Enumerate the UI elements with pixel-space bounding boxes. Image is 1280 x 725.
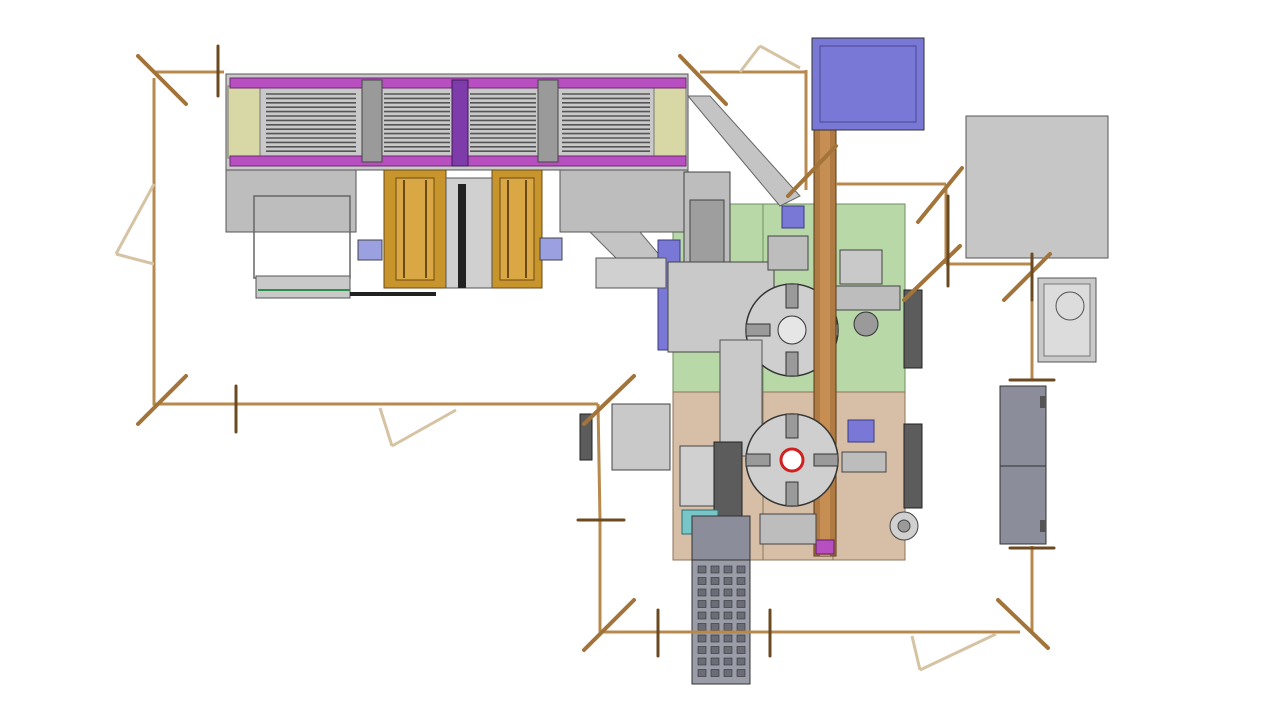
carriage-block-right xyxy=(537,79,559,163)
carriage-block-left xyxy=(361,79,383,163)
tray-pocket xyxy=(723,600,733,608)
tray-pocket xyxy=(723,588,733,597)
tray-pocket xyxy=(697,577,707,585)
tray-pocket xyxy=(736,634,746,643)
tray-pocket xyxy=(723,669,733,677)
tray-pocket xyxy=(723,646,733,654)
magazine-olive-right xyxy=(653,85,687,159)
tray-pocket xyxy=(710,565,720,574)
lift-station-left xyxy=(383,169,447,289)
lift-station-right xyxy=(491,169,543,289)
tray-pocket xyxy=(736,657,746,666)
magazine-olive-left xyxy=(227,85,261,159)
left-station-lower xyxy=(579,403,817,545)
tray-pocket xyxy=(697,565,707,574)
tray-pocket xyxy=(710,623,720,631)
left-support-stand xyxy=(253,195,436,299)
tray-pocket xyxy=(723,577,733,585)
magazine-slats xyxy=(266,93,650,152)
tray-pocket xyxy=(697,611,707,620)
tray-pocket xyxy=(710,588,720,597)
fence-door-left xyxy=(114,183,156,266)
tray-pocket xyxy=(697,646,707,654)
tray-pocket xyxy=(697,669,707,677)
right-station-upper xyxy=(835,249,923,369)
tray-pocket xyxy=(736,611,746,620)
tray-pocket xyxy=(723,565,733,574)
tray-pocket xyxy=(736,577,746,585)
lift-central-column xyxy=(357,177,563,289)
tray-pocket xyxy=(710,577,720,585)
safety-fence xyxy=(114,44,1056,672)
tray-pocket xyxy=(723,611,733,620)
tray-pocket xyxy=(697,657,707,666)
fence-door-bottom-right xyxy=(910,632,997,672)
conveyor-magazine-top xyxy=(225,73,689,233)
center-carriage xyxy=(451,79,469,167)
tray-pocket xyxy=(710,646,720,654)
tray-pocket xyxy=(697,623,707,631)
magazine-frame-right-wing xyxy=(559,169,689,233)
tray-pocket xyxy=(736,646,746,654)
round-device-panel xyxy=(1037,277,1097,363)
tray-pocket xyxy=(710,657,720,666)
tray-pocket xyxy=(697,600,707,608)
tray-pocket xyxy=(710,611,720,620)
gray-panel-right xyxy=(965,115,1109,259)
tray-conveyor-bottom xyxy=(691,515,751,685)
right-station-lower xyxy=(841,419,923,541)
tray-pocket xyxy=(736,600,746,608)
control-cabinet-right xyxy=(999,385,1047,545)
blue-panel-top-right xyxy=(811,37,925,131)
tray-pocket xyxy=(723,634,733,643)
fence-door-top xyxy=(738,44,801,73)
tray-pocket xyxy=(736,669,746,677)
tray-pocket xyxy=(710,669,720,677)
tray-pocket xyxy=(723,657,733,666)
tray-pocket xyxy=(736,588,746,597)
rotary-table-lower xyxy=(745,413,839,507)
fence-door-bottom-left xyxy=(378,407,457,448)
tray-pocket xyxy=(710,634,720,643)
tray-pocket xyxy=(697,588,707,597)
tray-pocket xyxy=(723,623,733,631)
tray-pocket xyxy=(736,565,746,574)
tray-pocket xyxy=(710,600,720,608)
tray-pocket xyxy=(736,623,746,631)
tray-pocket xyxy=(697,634,707,643)
magazine-frame-left-wing xyxy=(225,169,357,233)
tray-pockets xyxy=(697,565,746,677)
